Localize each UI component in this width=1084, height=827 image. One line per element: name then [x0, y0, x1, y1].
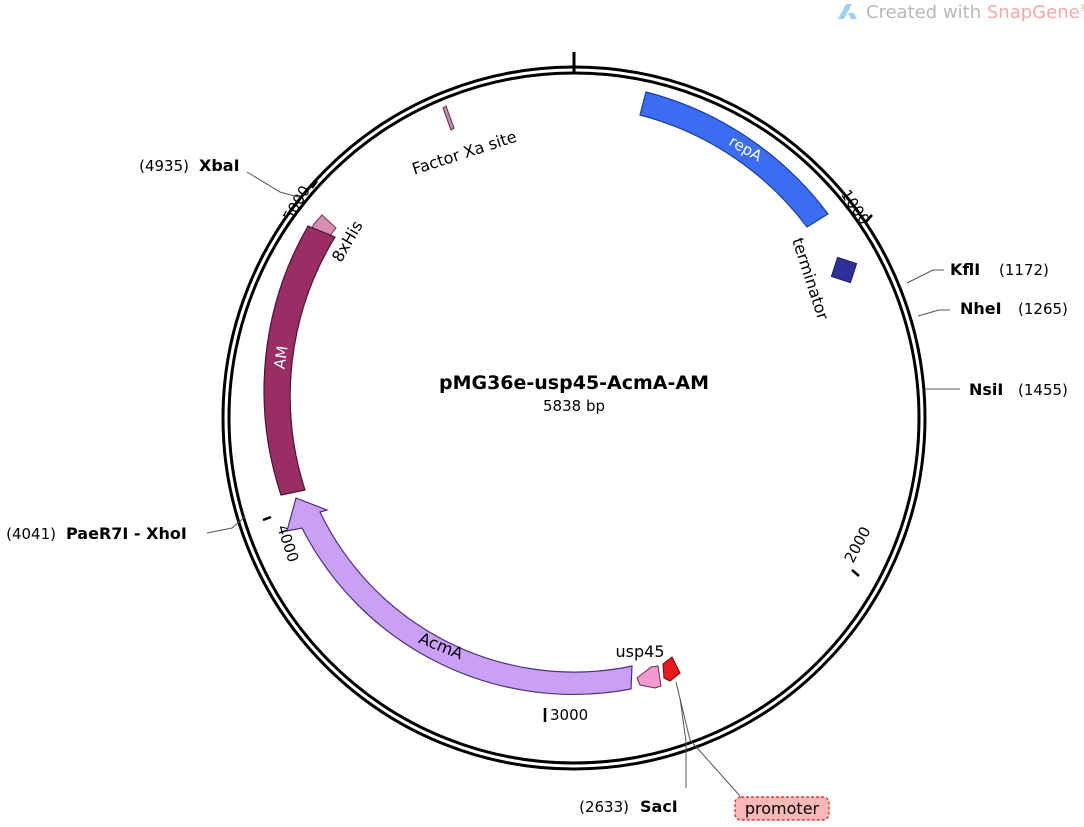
leader-kfli	[906, 269, 944, 284]
site-nhei-position: (1265)	[1018, 300, 1068, 318]
site-nhei-name: NheI	[960, 299, 1002, 318]
tick-2000	[851, 569, 860, 577]
snapgene-watermark: Created with SnapGene®	[838, 2, 1084, 23]
snapgene-logo-icon	[838, 4, 857, 19]
watermark-prefix: Created with	[866, 2, 987, 23]
feature-terminator-label: terminator	[788, 235, 832, 322]
plasmid-size: 5838 bp	[543, 397, 605, 415]
tick-5000	[310, 180, 319, 189]
plasmid-name: pMG36e-usp45-AcmA-AM	[439, 372, 709, 394]
site-kfli-position: (1172)	[999, 261, 1049, 279]
site-saci-position: (2633)	[579, 798, 629, 816]
tick-label-5000: 5000	[279, 182, 314, 224]
site-nsii-name: NsiI	[969, 380, 1003, 399]
site-kfli-name: KflI	[950, 260, 980, 279]
site-xbai-position: (4935)	[139, 157, 189, 175]
feature-AcmA-arrow	[286, 497, 633, 696]
site-paer7i-position: (4041)	[6, 525, 56, 543]
feature-AM-arc	[263, 225, 336, 496]
tick-label-2000: 2000	[841, 524, 875, 566]
site-leaders	[206, 171, 960, 797]
site-saci-name: SacI	[640, 797, 678, 816]
backbone-inner-ring	[227, 71, 921, 765]
site-labels: (4935) XbaI KflI (1172) NheI (1265) NsiI…	[6, 156, 1068, 816]
tick-marks: 1000 2000 3000 4000 5000	[262, 180, 875, 724]
watermark-mark: ®	[1080, 3, 1084, 14]
site-paer7i-xhoi-name: PaeR7I - XhoI	[66, 524, 187, 543]
feature-usp45-arrow	[636, 665, 662, 689]
features: repA terminator Factor Xa site 8xHis AM …	[263, 91, 858, 696]
tick-label-3000: 3000	[550, 706, 588, 724]
feature-terminator-box	[830, 256, 858, 284]
tick-1000	[864, 214, 873, 224]
backbone	[221, 65, 927, 771]
promoter-badge: promoter	[734, 796, 830, 821]
watermark-brand: SnapGene	[987, 2, 1080, 23]
leader-xbai	[246, 171, 299, 198]
feature-repA-arc	[639, 91, 829, 228]
feature-factor-xa-marker	[442, 105, 455, 131]
feature-usp45-label: usp45	[616, 642, 665, 661]
feature-AM-label: AM	[271, 345, 292, 370]
promoter-badge-bg	[734, 796, 830, 821]
leader-paer7i-xhoi	[206, 516, 246, 534]
feature-promoter-label: promoter	[745, 799, 820, 818]
leader-promoter	[675, 681, 741, 797]
feature-promoter-arrow	[662, 656, 681, 682]
leader-nhei	[917, 309, 950, 317]
tick-label-1000: 1000	[837, 186, 873, 228]
tick-4000	[262, 515, 272, 522]
backbone-outer-ring	[221, 65, 927, 771]
site-nsii-position: (1455)	[1018, 381, 1068, 399]
svg-text:Created with SnapGene®: Created with SnapGene®	[866, 2, 1084, 23]
feature-8xhis-label: 8xHis	[328, 217, 367, 265]
leader-saci	[679, 697, 687, 788]
site-xbai-name: XbaI	[199, 156, 240, 175]
feature-factor-xa-label: Factor Xa site	[410, 127, 519, 179]
